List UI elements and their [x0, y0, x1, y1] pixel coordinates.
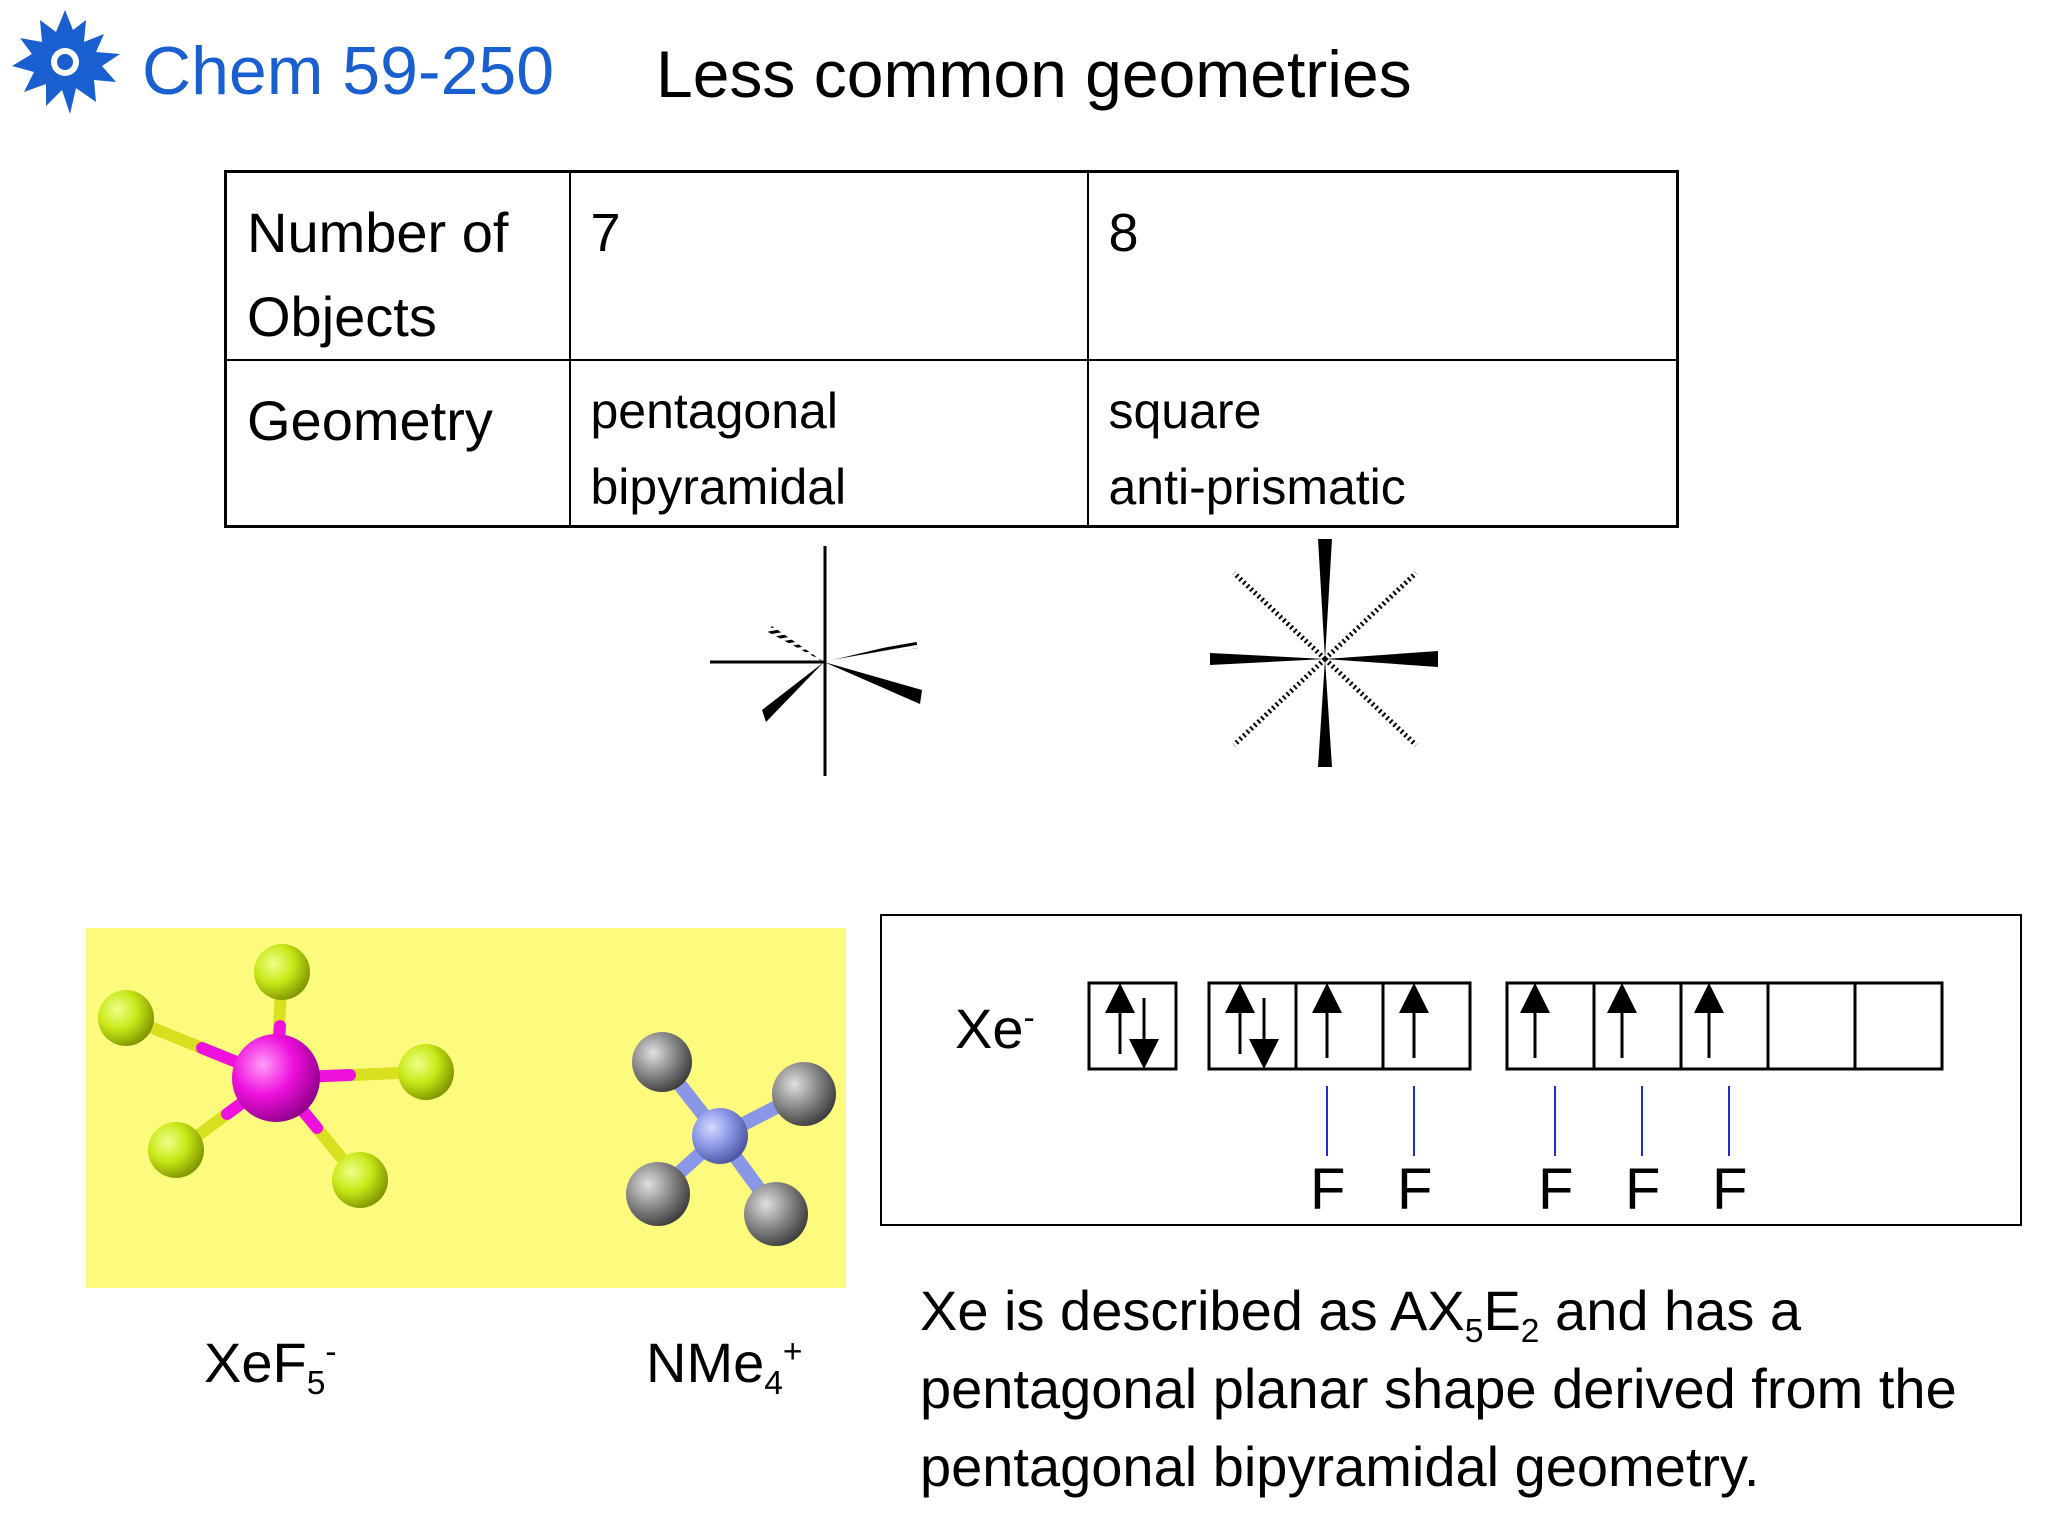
table-row: Number of Objects 7 8 [224, 170, 1679, 361]
orbital-box-5p [1381, 981, 1472, 1071]
f-atom [148, 1122, 204, 1178]
orbital-box-5d [1592, 981, 1683, 1071]
description-text: Xe is described as AX5E2 and has a penta… [920, 1279, 1957, 1498]
cell-line: square [1108, 383, 1262, 439]
geometry-table: Number of Objects 7 8 Geometry pentagona… [224, 170, 1679, 528]
row-header-objects: Number of Objects [224, 170, 571, 361]
xe-anion-label: Xe- [955, 997, 1035, 1060]
c-atom [626, 1162, 690, 1226]
course-title: Chem 59-250 [142, 33, 555, 109]
orbital-box-5d [1679, 981, 1770, 1071]
orbital-box-5p [1294, 981, 1385, 1071]
cell-line: pentagonal [590, 383, 838, 439]
row-header-geometry: Geometry [224, 359, 571, 528]
orbital-box-5p [1207, 981, 1298, 1071]
xef5-label: XeF5- [204, 1331, 337, 1403]
cell-line: anti-prismatic [1108, 459, 1406, 515]
c-atom [744, 1182, 808, 1246]
f-atom [254, 944, 310, 1000]
f-atom [332, 1152, 388, 1208]
c-atom [772, 1062, 836, 1126]
cell-8: 8 [1086, 170, 1679, 361]
cell-pentagonal-bipyramidal: pentagonal bipyramidal [568, 359, 1089, 528]
molecule-panel [86, 928, 846, 1288]
orbital-diagram [1087, 981, 1944, 1156]
slide-title: Less common geometries [656, 37, 1412, 111]
f-label: F [1310, 1157, 1346, 1222]
molecule-models [98, 944, 836, 1246]
square-antiprism-drawing [1210, 539, 1438, 767]
orbital-box-5d [1766, 981, 1857, 1071]
f-label: F [1712, 1157, 1748, 1222]
cell-square-antiprismatic: square anti-prismatic [1086, 359, 1679, 528]
header-line: Number of [247, 201, 509, 264]
pentagonal-bipyramid-drawing [710, 546, 922, 776]
n-atom [692, 1108, 748, 1164]
c-atom [632, 1032, 692, 1092]
xe-atom [232, 1034, 320, 1122]
orbital-box-5d [1853, 981, 1944, 1071]
orbital-box-5d [1505, 981, 1596, 1071]
nme4-label: NMe4+ [646, 1331, 803, 1403]
f-label: F [1397, 1157, 1433, 1222]
header-line: Objects [247, 285, 437, 348]
maple-leaf-logo-icon [12, 10, 120, 114]
cell-7: 7 [568, 170, 1089, 361]
f-label: F [1538, 1157, 1574, 1222]
orbital-diagram-frame [880, 914, 2022, 1226]
cell-line: bipyramidal [590, 459, 847, 515]
orbital-box-5s [1087, 981, 1178, 1071]
f-atom [398, 1044, 454, 1100]
f-atom [98, 990, 154, 1046]
table-row: Geometry pentagonal bipyramidal square a… [224, 359, 1679, 528]
f-label: F [1625, 1157, 1661, 1222]
